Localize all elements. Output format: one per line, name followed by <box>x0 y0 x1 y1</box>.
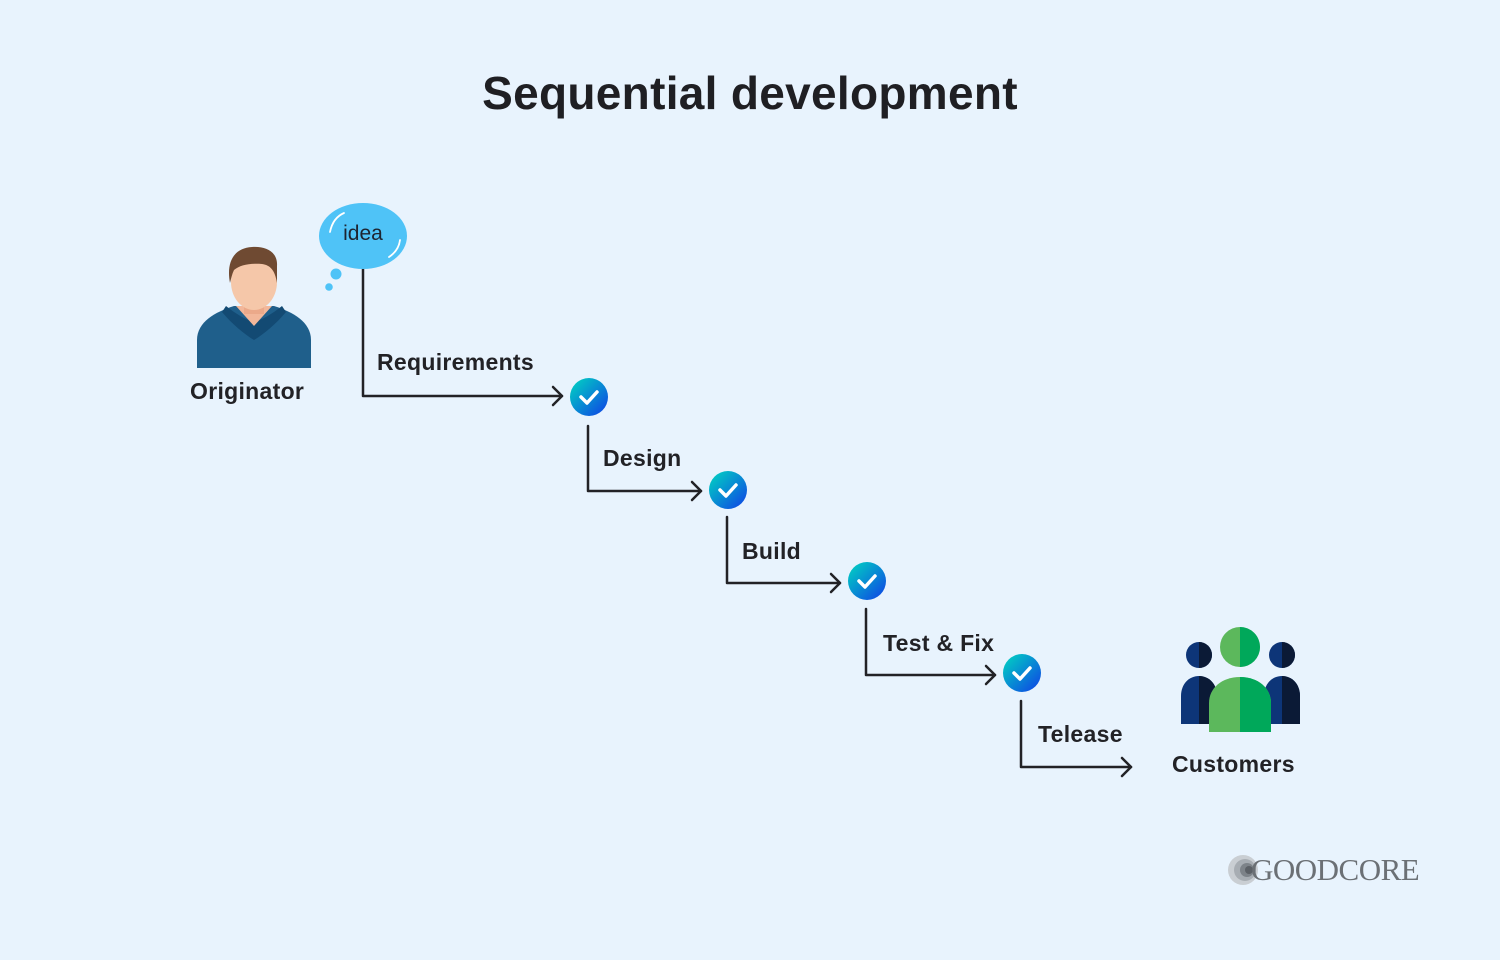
connector-build <box>725 515 842 585</box>
originator-label: Originator <box>190 378 305 404</box>
check-icon-requirements <box>570 378 608 416</box>
goodcore-logo-text: GOODCORE <box>1251 852 1420 887</box>
customers-group-icon <box>1181 627 1300 732</box>
thought-bubble-text: idea <box>343 222 383 245</box>
connector-design <box>586 424 703 493</box>
arrowhead-test-fix <box>984 664 997 686</box>
arrowhead-release <box>1120 756 1133 778</box>
check-icon-test-fix <box>1003 654 1041 692</box>
originator-person-icon <box>197 246 311 368</box>
goodcore-logo: GOODCORE <box>1251 852 1420 888</box>
check-icon-design <box>709 471 747 509</box>
arrowhead-build <box>829 572 842 594</box>
connector-requirements <box>361 266 564 398</box>
customers-label: Customers <box>1172 751 1295 777</box>
thought-bubble-icon <box>319 203 407 291</box>
connector-test-fix <box>864 607 997 677</box>
check-icon-build <box>848 562 886 600</box>
page-title: Sequential development <box>482 67 1018 119</box>
goodcore-logo-icon <box>1228 855 1258 885</box>
step-label-release: Telease <box>1038 721 1123 747</box>
connector-release <box>1019 699 1133 769</box>
step-label-test-fix: Test & Fix <box>883 630 995 656</box>
step-label-design: Design <box>603 445 682 471</box>
step-label-requirements: Requirements <box>377 349 534 375</box>
arrowhead-requirements <box>551 385 564 407</box>
arrowhead-design <box>690 480 703 502</box>
step-label-build: Build <box>742 538 801 564</box>
